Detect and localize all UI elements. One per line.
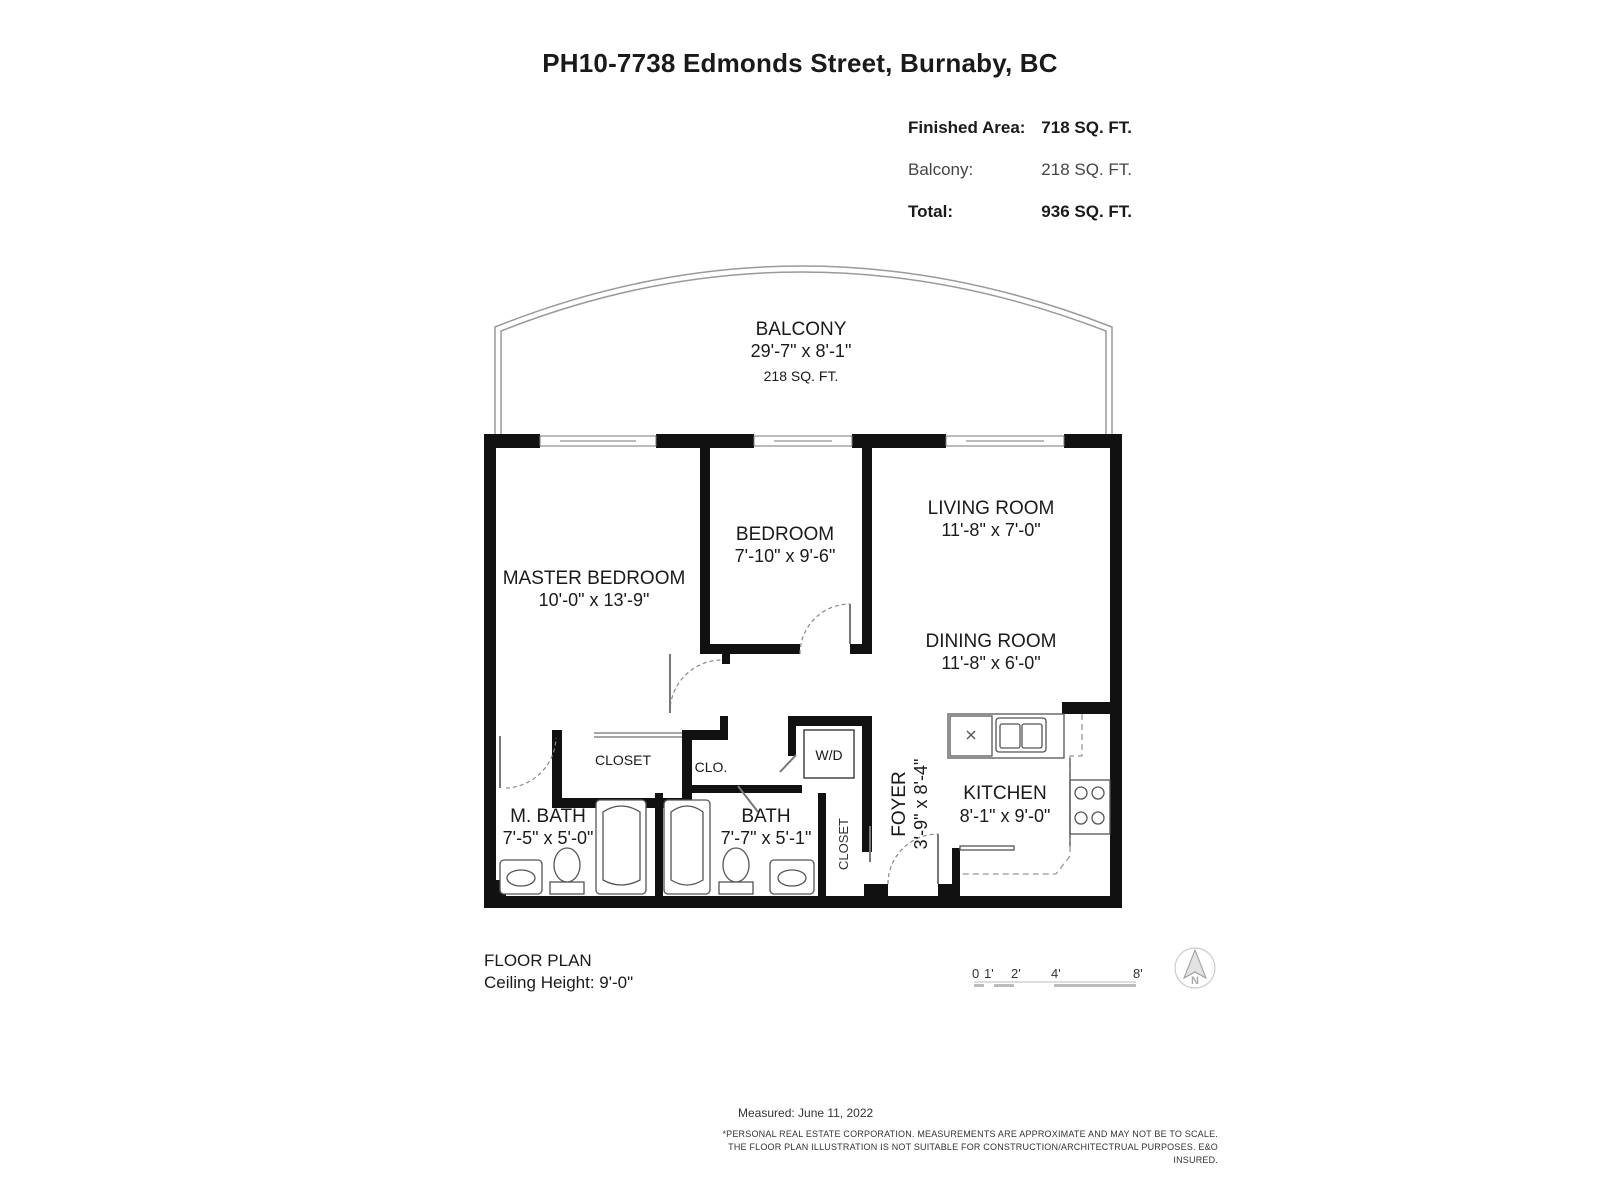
disclaimer-line-2: THE FLOOR PLAN ILLUSTRATION IS NOT SUITA… [728, 1142, 1218, 1165]
dining-room-dimensions: 11'-8" x 6'-0" [941, 653, 1040, 673]
balcony-area-row: Balcony: 218 SQ. FT. [908, 160, 1132, 202]
door-leaves [499, 604, 939, 884]
scale-tick-0: 0 [972, 966, 979, 981]
bath-fixtures [663, 799, 815, 895]
bath-dimensions: 7'-7" x 5'-1" [721, 828, 812, 848]
plan-caption: FLOOR PLAN Ceiling Height: 9'-0" [484, 950, 633, 994]
kitchen-label: KITCHEN [963, 783, 1046, 804]
balcony-windows [539, 435, 1065, 447]
balcony-outline [494, 265, 1113, 440]
page-title: PH10-7738 Edmonds Street, Burnaby, BC [542, 48, 1058, 78]
bath-label: BATH [741, 806, 790, 827]
balcony-label: BALCONY [756, 319, 847, 340]
foyer-dimensions: 3'-9" x 8'-4" [911, 759, 931, 850]
scale-tick-4: 8' [1133, 966, 1143, 981]
scale-tick-1: 1' [984, 966, 994, 981]
living-room-label: LIVING ROOM [928, 498, 1055, 519]
measured-date: Measured: June 11, 2022 [738, 1106, 874, 1120]
dining-room-label: DINING ROOM [926, 631, 1057, 652]
north-label: N [1191, 975, 1199, 987]
total-area-row: Total: 936 SQ. FT. [908, 202, 1132, 244]
balcony-area: 218 SQ. FT. [764, 368, 839, 384]
washer-dryer-unit [803, 729, 855, 779]
balcony-area-value: 218 SQ. FT. [1041, 160, 1132, 179]
foyer-label: FOYER [889, 771, 910, 836]
living-room-dimensions: 11'-8" x 7'-0" [941, 520, 1040, 540]
scale-tick-3: 4' [1051, 966, 1061, 981]
balcony-dimensions: 29'-7" x 8'-1" [751, 341, 852, 361]
scale-tick-2: 2' [1011, 966, 1021, 981]
disclaimer-line-1: *PERSONAL REAL ESTATE CORPORATION. MEASU… [722, 1129, 1218, 1139]
closet-sliders [594, 732, 682, 738]
foyer-closet-label: CLOSET [836, 818, 851, 870]
plan-caption-title: FLOOR PLAN [484, 951, 592, 970]
washer-dryer-label: W/D [815, 747, 842, 763]
kitchen-fixtures [947, 713, 1111, 875]
finished-area-row: Finished Area: 718 SQ. FT. [908, 118, 1132, 160]
disclaimer: *PERSONAL REAL ESTATE CORPORATION. MEASU… [700, 1128, 1218, 1167]
kitchen-dimensions: 8'-1" x 9'-0" [960, 806, 1051, 826]
master-bedroom-dimensions: 10'-0" x 13'-9" [539, 590, 650, 610]
master-bath-fixtures [499, 799, 647, 895]
scale-bar: 0 1' 2' 4' 8' [972, 966, 1143, 987]
north-arrow-icon: N [1174, 947, 1216, 989]
finished-area-label: Finished Area: [908, 118, 1026, 137]
small-closet-label: CLO. [695, 759, 728, 775]
master-bath-label: M. BATH [510, 806, 586, 827]
bedroom-label: BEDROOM [736, 524, 834, 545]
bedroom-dimensions: 7'-10" x 9'-6" [735, 546, 836, 566]
room-labels: BALCONY 29'-7" x 8'-1" 218 SQ. FT. MASTE… [503, 319, 1057, 870]
interior-walls [496, 446, 1110, 903]
master-bedroom-label: MASTER BEDROOM [503, 568, 686, 589]
total-area-label: Total: [908, 202, 954, 221]
area-summary: Finished Area: 718 SQ. FT. Balcony: 218 … [908, 118, 1132, 244]
total-area-value: 936 SQ. FT. [1041, 202, 1132, 221]
finished-area-value: 718 SQ. FT. [1041, 118, 1132, 137]
master-bath-dimensions: 7'-5" x 5'-0" [503, 828, 594, 848]
exterior-walls [484, 434, 1122, 908]
master-closet-label: CLOSET [595, 752, 651, 768]
ceiling-height: Ceiling Height: 9'-0" [484, 973, 634, 992]
balcony-area-label: Balcony: [908, 160, 974, 179]
